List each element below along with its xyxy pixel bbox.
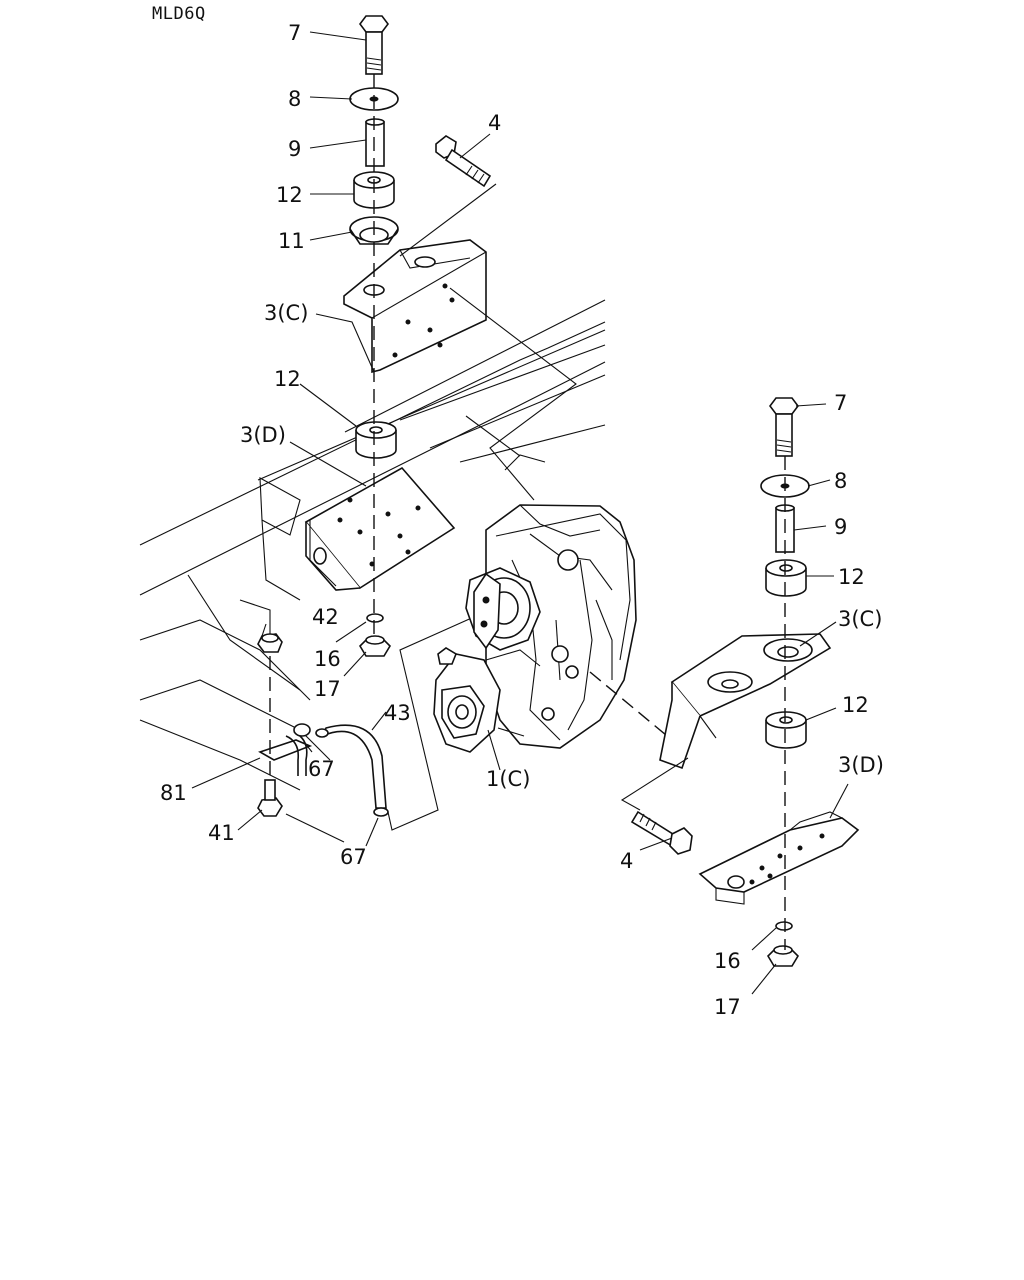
diagram-code: MLD6Q [152,4,206,24]
callout-8-right: 8 [834,469,847,493]
callout-3d-left: 3(D) [240,423,286,447]
callout-11-left: 11 [278,229,305,253]
leader-lines [191,31,849,995]
callout-3c-left: 3(C) [264,301,308,325]
callout-67-upper: 67 [308,757,335,781]
callout-4-right: 4 [620,849,633,873]
washer-16-right [775,921,793,931]
case-connector-line [589,671,673,741]
rubber-12-lower-left [355,421,397,459]
bolt-7-left [359,15,389,75]
callout-9-right: 9 [834,515,847,539]
sleeve-9-left [365,118,385,167]
nut-42 [257,633,283,653]
callout-3d-right: 3(D) [838,753,884,777]
callout-41: 41 [208,821,235,845]
bracket-3d-right [698,811,860,905]
bolt-41 [257,779,283,817]
callout-42: 42 [312,605,339,629]
callout-17-left: 17 [314,677,341,701]
callout-7-left: 7 [288,21,301,45]
callout-67-lower: 67 [340,845,367,869]
callout-3c-right: 3(C) [838,607,882,631]
bracket-3d-left [304,466,456,591]
bracket-81 [258,739,313,761]
callout-81: 81 [160,781,187,805]
frame-rails [139,299,606,791]
bolt-4-right [630,810,693,855]
washer-16-left [366,613,384,623]
callout-labels: 7 8 9 4 12 11 3(C) 12 3(D) 42 16 17 43 6… [160,21,884,1019]
callout-16-left: 16 [314,647,341,671]
transfer-case [433,504,637,753]
callout-16-right: 16 [714,949,741,973]
callout-4-left: 4 [488,111,501,135]
rubber-12-lower-right [765,711,807,749]
alignment-lines-left [373,74,577,640]
callout-1c: 1(C) [486,767,530,791]
callout-17-right: 17 [714,995,741,1019]
nut-17-left [358,635,392,657]
callout-9-left: 9 [288,137,301,161]
callout-12-upper-left: 12 [276,183,303,207]
bolt-4-left [435,135,492,188]
callout-12-upper-right: 12 [838,565,865,589]
hose-43 [315,724,389,817]
hose-lines-left [269,607,495,843]
rubber-12-upper-right [765,559,807,597]
bolt-7-right [769,397,799,457]
callout-43: 43 [384,701,411,725]
callout-12-lower-left: 12 [274,367,301,391]
alignment-lines-right [620,456,786,950]
nut-17-right [766,945,800,967]
callout-12-lower-right: 12 [842,693,869,717]
callout-8-left: 8 [288,87,301,111]
bracket-3c-left [343,239,487,374]
callout-7-right: 7 [834,391,847,415]
bracket-3c-right [659,633,832,770]
